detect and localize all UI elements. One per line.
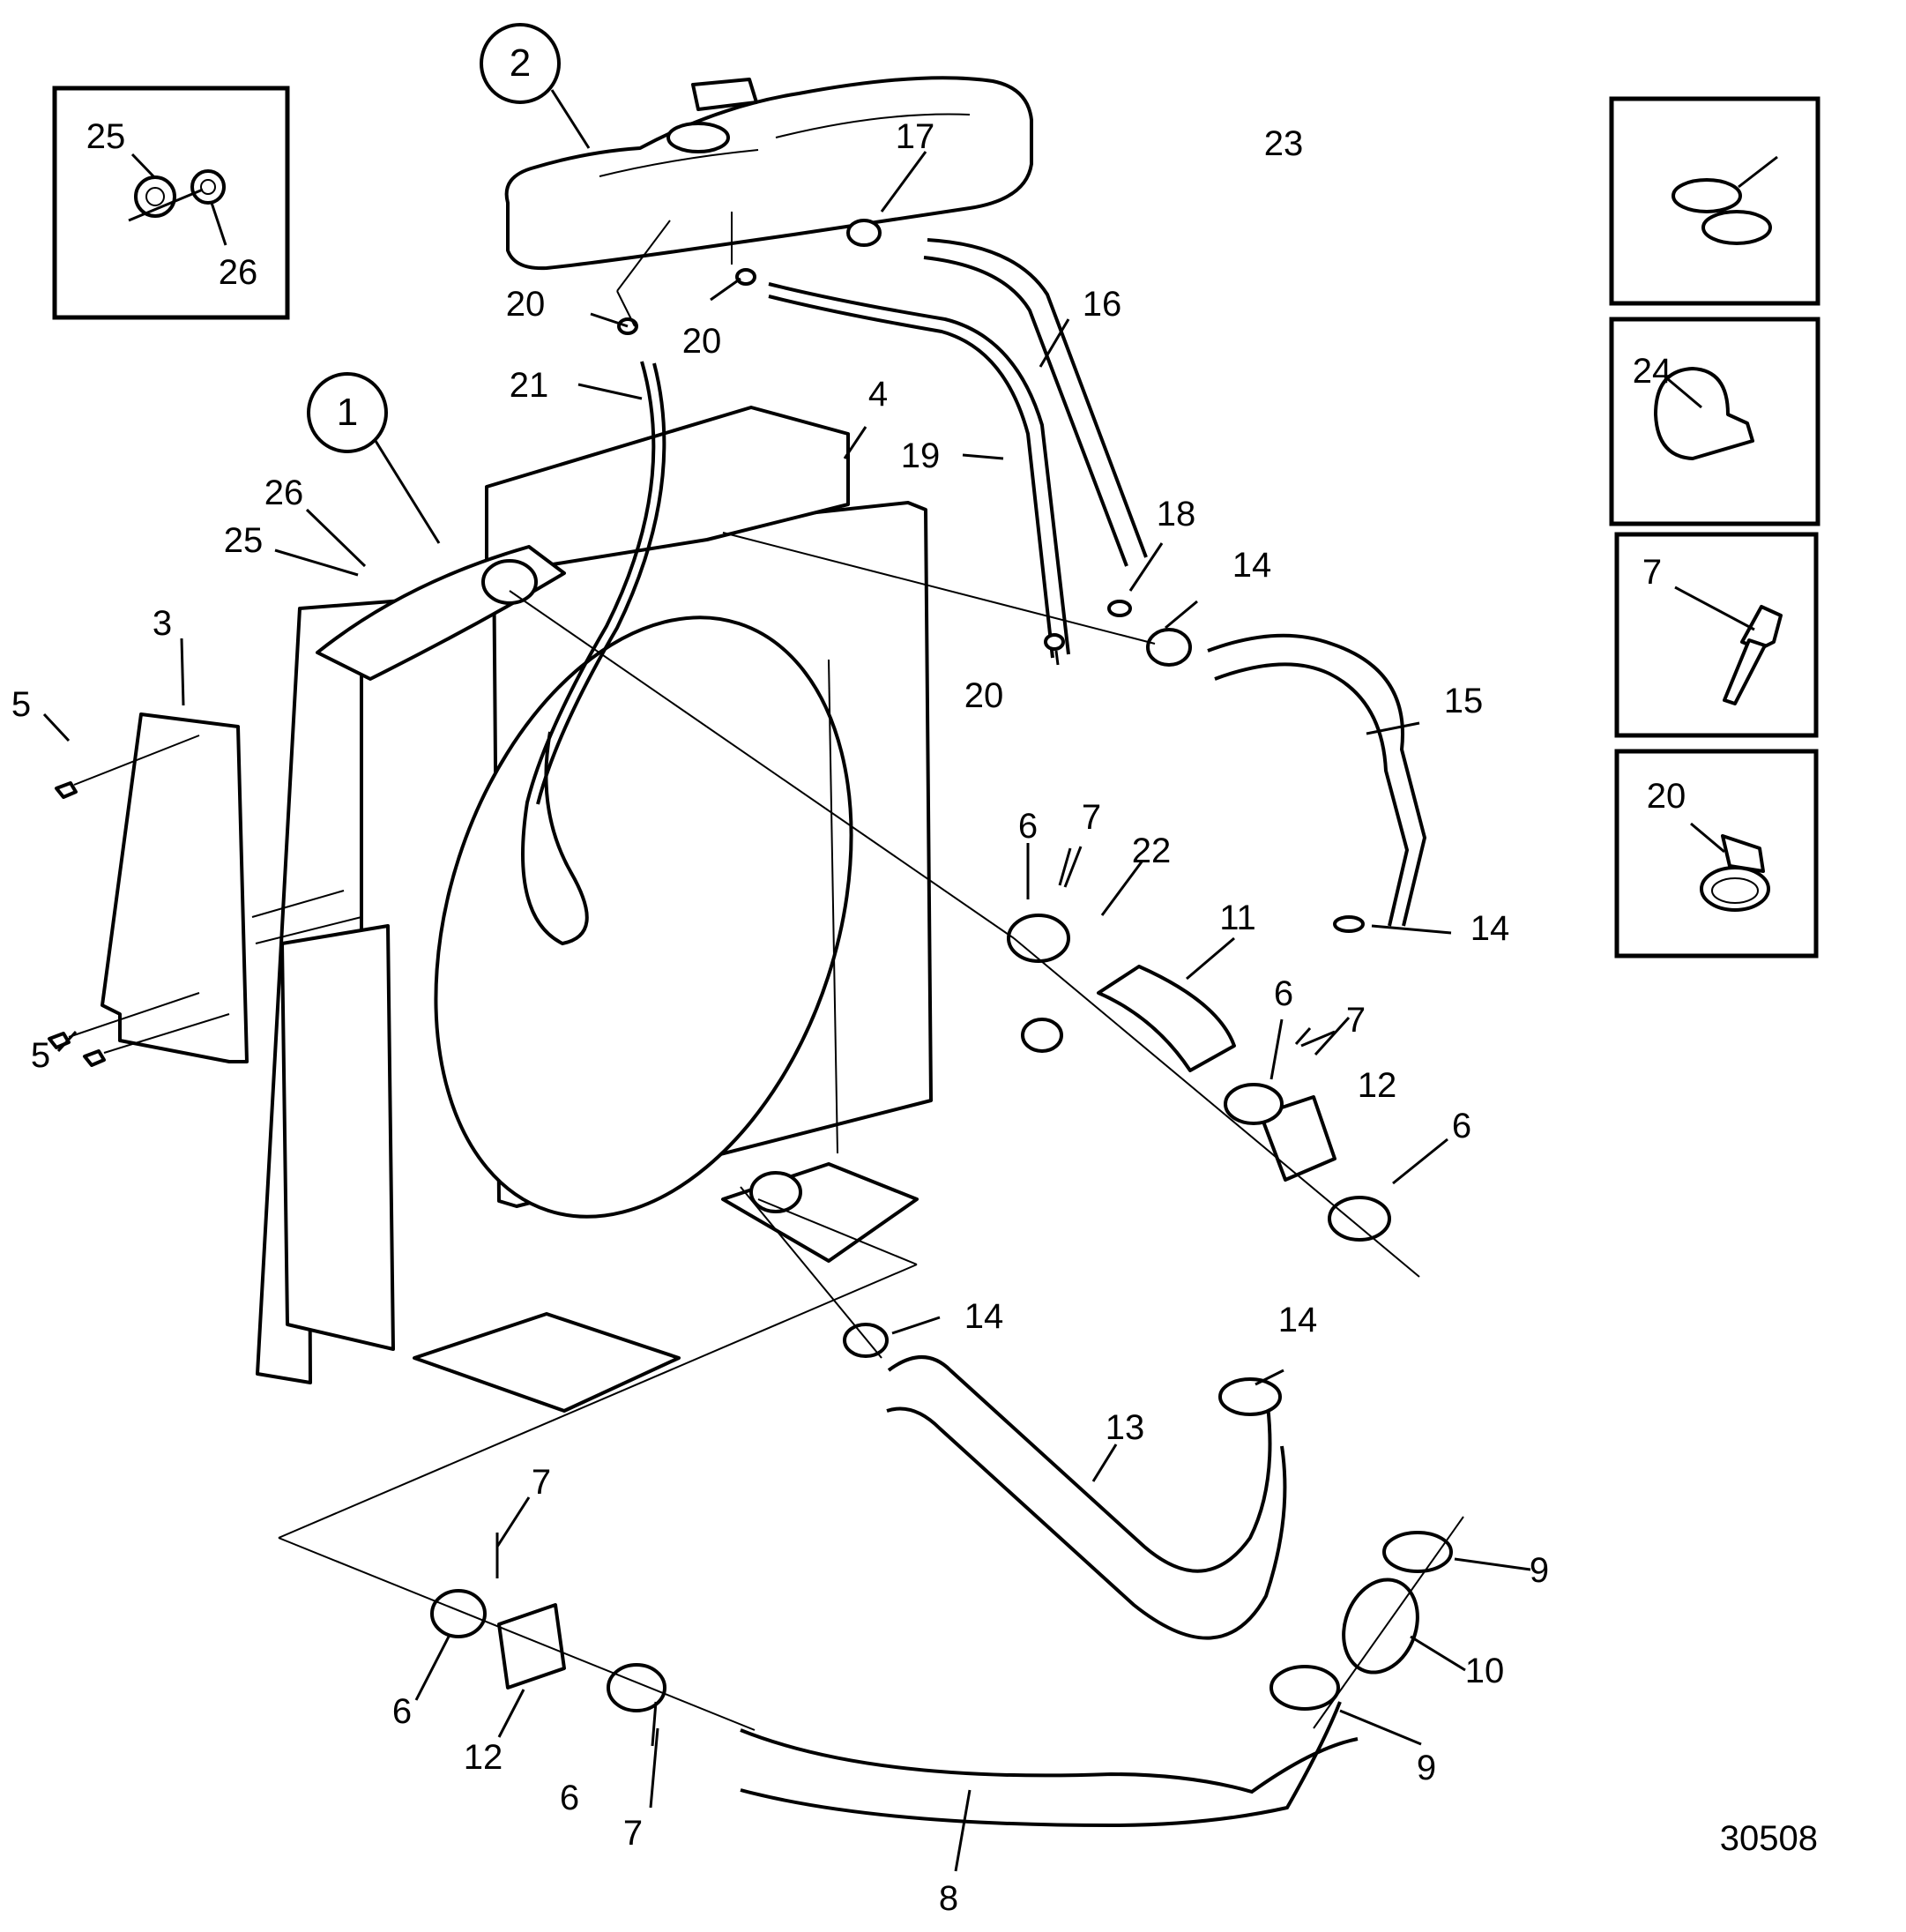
callout-6-d: 6	[392, 1692, 412, 1731]
callout-17: 17	[896, 117, 935, 156]
callout-10: 10	[1465, 1652, 1505, 1690]
callout-4: 4	[868, 375, 888, 414]
callout-22: 22	[1132, 832, 1172, 870]
callout-18: 18	[1157, 495, 1196, 533]
callout-6-e: 6	[560, 1779, 579, 1817]
callout-20-b: 20	[682, 322, 722, 361]
side-cover-plate	[101, 712, 249, 1063]
callout-7-b: 7	[1346, 1001, 1366, 1040]
callout-2: 2	[510, 41, 531, 85]
callout-21: 21	[510, 366, 549, 405]
diagram-number: 30508	[1720, 1819, 1818, 1858]
callout-25: 25	[224, 521, 264, 560]
strap-clamp-icon	[1654, 367, 1754, 460]
callout-24: 24	[1633, 352, 1672, 391]
callout-20-inset: 20	[1647, 777, 1686, 816]
callout-1: 1	[337, 391, 358, 434]
callout-26: 26	[264, 474, 304, 512]
callout-25-inset: 25	[86, 117, 126, 156]
callout-20-c: 20	[964, 676, 1004, 715]
clamp-bolts	[495, 847, 1312, 1747]
callout-13: 13	[1106, 1408, 1145, 1447]
callout-8: 8	[939, 1879, 958, 1918]
hose-15	[1207, 633, 1427, 927]
callout-12-b: 12	[464, 1738, 503, 1777]
radiator-assembly	[256, 406, 933, 1413]
double-clamp-icon	[1671, 178, 1742, 213]
leader-lines	[42, 89, 1531, 1872]
side-cover-bolts	[48, 735, 362, 1067]
callout-3: 3	[153, 604, 172, 643]
callout-14-a: 14	[1232, 546, 1272, 585]
inset-box-washers	[52, 86, 290, 320]
callout-7-d: 7	[623, 1814, 643, 1853]
callout-6-a: 6	[1018, 807, 1038, 846]
callout-circle-2	[480, 23, 561, 104]
expansion-tank	[504, 76, 1033, 271]
inset-box-strap	[1609, 317, 1820, 526]
callout-14-c: 14	[964, 1297, 1004, 1336]
inset-box-bolt	[1614, 532, 1819, 738]
callout-14-b: 14	[1470, 909, 1510, 948]
callout-11: 11	[1219, 899, 1256, 937]
hose-13	[887, 1355, 1272, 1573]
callout-6-b: 6	[1274, 974, 1293, 1013]
grommet-icon	[190, 169, 226, 205]
callout-16: 16	[1083, 285, 1122, 324]
callout-5-a: 5	[11, 685, 31, 724]
callout-20-a: 20	[506, 285, 546, 324]
callout-14-d: 14	[1278, 1301, 1318, 1339]
hose-16	[923, 256, 1128, 567]
callout-circle-1	[307, 372, 388, 453]
inset-box-double-clamp	[1609, 96, 1820, 306]
callout-9-a: 9	[1530, 1551, 1549, 1590]
coupling-12-left	[497, 1603, 566, 1690]
callout-5-b: 5	[31, 1036, 50, 1075]
callout-15: 15	[1444, 682, 1484, 720]
hose-8	[740, 1728, 1359, 1794]
pipe-11	[1097, 965, 1236, 1072]
callout-6-c: 6	[1452, 1107, 1471, 1145]
hose-19	[768, 282, 1070, 655]
hose-clamps	[430, 219, 1453, 1712]
callout-7-c: 7	[532, 1463, 551, 1502]
callout-26-inset: 26	[219, 253, 258, 292]
callout-19: 19	[901, 436, 941, 475]
callout-23: 23	[1264, 124, 1304, 163]
callout-9-b: 9	[1417, 1749, 1436, 1787]
filler-cap-icon	[666, 122, 730, 153]
callout-7-a: 7	[1082, 798, 1101, 837]
vent-hose-21	[521, 361, 656, 946]
callout-7-inset: 7	[1642, 553, 1662, 592]
inset-box-hose-clamp	[1614, 749, 1819, 959]
callout-12-a: 12	[1358, 1066, 1397, 1105]
